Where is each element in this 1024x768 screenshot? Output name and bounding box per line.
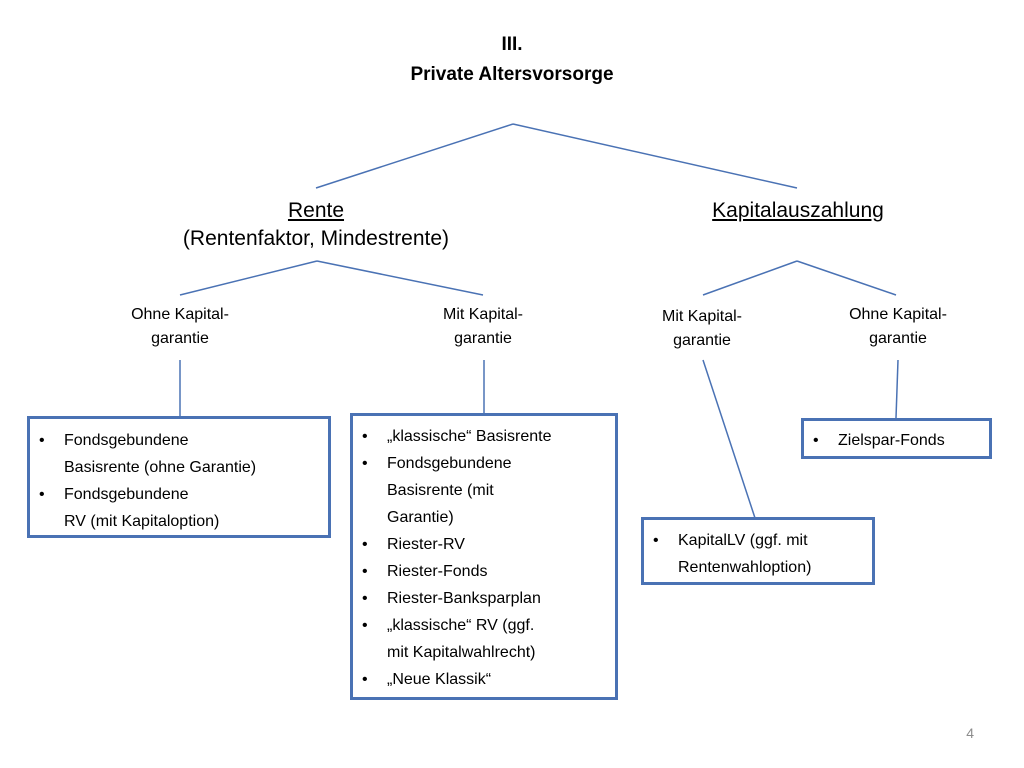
- title-line-1: III.: [501, 34, 523, 55]
- branch-rente-label: Rente: [287, 199, 345, 222]
- list-item-line: „klassische“ RV (ggf.: [387, 617, 535, 634]
- list-item-line: Rentenwahloption): [678, 559, 812, 576]
- box-rente-ohne-kapitalgarantie: • Fondsgebundene Basisrente (ohne Garant…: [27, 416, 331, 538]
- connector-root-kapital: [512, 123, 798, 189]
- connector-kapital-ohne-box: [895, 359, 899, 419]
- subnode-kapital-ohne-kapitalgarantie: Ohne Kapital- garantie: [818, 303, 978, 351]
- box-kapital-ohne-kapitalgarantie: • Zielspar-Fonds: [801, 418, 992, 459]
- bullet: •: [39, 432, 45, 449]
- subnode-rente-mit-kapitalgarantie: Mit Kapital- garantie: [403, 303, 563, 351]
- subnode-line: Mit Kapital-: [442, 306, 524, 323]
- list-item: • Fondsgebundene RV (mit Kapitaloption): [30, 481, 328, 535]
- page-number: 4: [966, 725, 974, 741]
- list-item: • Riester-Fonds: [353, 558, 615, 585]
- bullet: •: [362, 455, 368, 472]
- bullet: •: [39, 486, 45, 503]
- list-item-line: Basisrente (ohne Garantie): [64, 459, 257, 476]
- box-kapital-mit-kapitalgarantie: • KapitalLV (ggf. mit Rentenwahloption): [641, 517, 875, 585]
- list-item-line: Riester-RV: [387, 536, 465, 553]
- subnode-line: Ohne Kapital-: [849, 306, 947, 323]
- list-item-line: RV (mit Kapitaloption): [64, 513, 220, 530]
- connector-kapital-mit-box: [702, 359, 756, 519]
- subnode-kapital-mit-kapitalgarantie: Mit Kapital- garantie: [622, 305, 782, 353]
- subnode-line: garantie: [454, 330, 512, 347]
- product-list: • Zielspar-Fonds: [804, 427, 989, 454]
- list-item-line: Riester-Banksparplan: [387, 590, 541, 607]
- bullet: •: [362, 536, 368, 553]
- subnode-line: garantie: [673, 332, 731, 349]
- list-item: • „Neue Klassik“: [353, 666, 615, 693]
- list-item-line: Riester-Fonds: [387, 563, 488, 580]
- list-item: • Fondsgebundene Basisrente (mit Garanti…: [353, 450, 615, 531]
- subnode-line: garantie: [869, 330, 927, 347]
- list-item: • „klassische“ RV (ggf. mit Kapitalwahlr…: [353, 612, 615, 666]
- list-item: • Fondsgebundene Basisrente (ohne Garant…: [30, 427, 328, 481]
- list-item-line: KapitalLV (ggf. mit: [678, 532, 808, 549]
- product-list: • KapitalLV (ggf. mit Rentenwahloption): [644, 527, 872, 581]
- list-item: • Zielspar-Fonds: [804, 427, 989, 454]
- list-item-line: Basisrente (mit: [387, 482, 494, 499]
- list-item-line: Fondsgebundene: [64, 432, 189, 449]
- list-item-line: Garantie): [387, 509, 454, 526]
- branch-rente: Rente (Rentenfaktor, Mindestrente): [136, 197, 496, 253]
- connector-rente-ohne: [179, 260, 318, 296]
- connector-kapital-ohne: [796, 260, 897, 296]
- subnode-rente-ohne-kapitalgarantie: Ohne Kapital- garantie: [100, 303, 260, 351]
- list-item: • „klassische“ Basisrente: [353, 423, 615, 450]
- bullet: •: [362, 428, 368, 445]
- list-item-line: „Neue Klassik“: [387, 671, 492, 688]
- product-list: • „klassische“ Basisrente • Fondsgebunde…: [353, 423, 615, 693]
- branch-kapitalauszahlung-label: Kapitalauszahlung: [712, 199, 884, 222]
- branch-rente-detail: (Rentenfaktor, Mindestrente): [182, 227, 450, 250]
- list-item-line: mit Kapitalwahlrecht): [387, 644, 536, 661]
- list-item-line: Fondsgebundene: [387, 455, 512, 472]
- connector-kapital-mit: [702, 260, 798, 296]
- connector-root-rente: [315, 123, 514, 189]
- bullet: •: [362, 563, 368, 580]
- bullet: •: [362, 617, 368, 634]
- list-item-line: Fondsgebundene: [64, 486, 189, 503]
- list-item-line: „klassische“ Basisrente: [387, 428, 552, 445]
- bullet: •: [653, 532, 659, 549]
- list-item: • Riester-Banksparplan: [353, 585, 615, 612]
- connector-rente-mit: [316, 260, 484, 296]
- subnode-line: Ohne Kapital-: [131, 306, 229, 323]
- diagram-title: III. Private Altersvorsorge: [362, 30, 662, 90]
- subnode-line: Mit Kapital-: [661, 308, 743, 325]
- list-item-line: Zielspar-Fonds: [838, 432, 945, 449]
- subnode-line: garantie: [151, 330, 209, 347]
- list-item: • KapitalLV (ggf. mit Rentenwahloption): [644, 527, 872, 581]
- bullet: •: [813, 432, 819, 449]
- list-item: • Riester-RV: [353, 531, 615, 558]
- bullet: •: [362, 671, 368, 688]
- branch-kapitalauszahlung: Kapitalauszahlung: [658, 197, 938, 225]
- bullet: •: [362, 590, 368, 607]
- title-line-2: Private Altersvorsorge: [410, 64, 614, 85]
- box-rente-mit-kapitalgarantie: • „klassische“ Basisrente • Fondsgebunde…: [350, 413, 618, 700]
- product-list: • Fondsgebundene Basisrente (ohne Garant…: [30, 427, 328, 535]
